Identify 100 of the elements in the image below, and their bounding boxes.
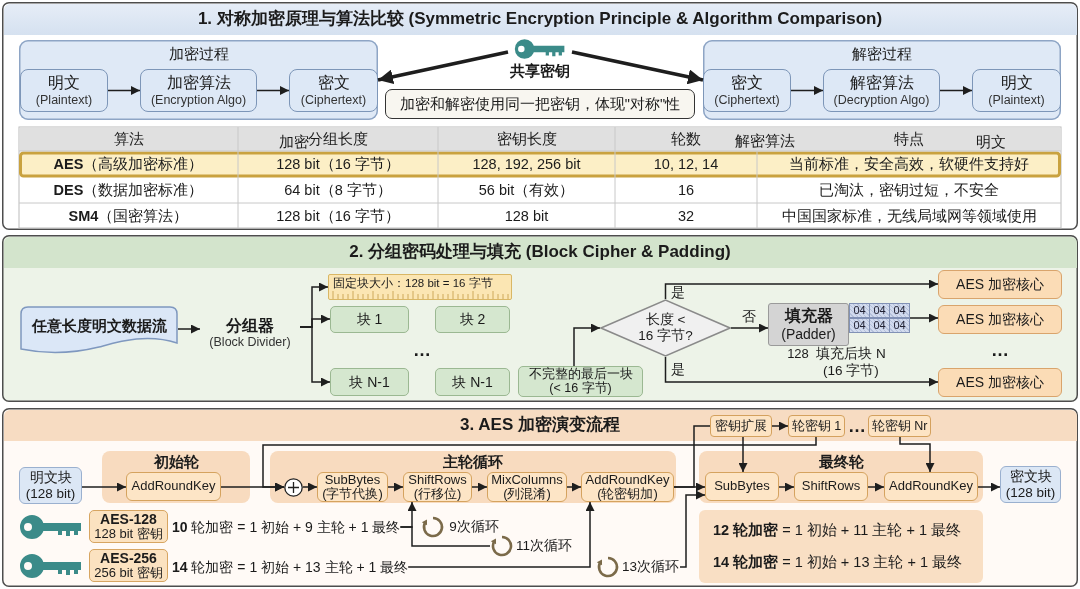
- arrow: [899, 436, 935, 473]
- box-sublabel: (字节代换): [322, 487, 383, 502]
- arrow: [256, 86, 290, 95]
- key-size-title: AES-128: [100, 511, 157, 527]
- round-group: [699, 451, 983, 503]
- table-value: 128 bit: [504, 207, 549, 224]
- round-group: [102, 451, 250, 503]
- decision-diamond: [600, 299, 731, 357]
- box-sublabel: (Plaintext): [35, 92, 93, 107]
- process-box: [317, 472, 388, 502]
- padding-byte: 04: [850, 318, 869, 332]
- arrow: [302, 482, 318, 492]
- arrow: [177, 324, 201, 334]
- ellipsis: …: [413, 339, 431, 361]
- block-label: 不完整的最后一块: [528, 367, 633, 381]
- group-title: 解密过程: [852, 45, 912, 63]
- box-label: 明文: [1000, 74, 1033, 93]
- padding-byte: 04: [890, 304, 909, 318]
- block-label: 块 1: [356, 311, 383, 328]
- process-box: [938, 368, 1062, 397]
- column-header: 分组长度: [308, 130, 368, 147]
- table-value: SM4（国密算法）: [68, 207, 189, 224]
- process-box: [403, 472, 472, 502]
- process-box: [289, 69, 378, 112]
- table-value: 10, 12, 14: [653, 155, 719, 173]
- group-title: 加密过程: [168, 45, 229, 63]
- process-box: [487, 472, 567, 502]
- process-box: [20, 69, 108, 112]
- column-header: 轮数: [671, 130, 701, 148]
- data-block: [1000, 466, 1061, 503]
- group-title: 初始轮: [153, 453, 199, 471]
- formula-text: 14 轮加密 = 1 初始 + 13 主轮 + 1 最终: [172, 557, 409, 577]
- box-label: 轮密钥 Nr: [871, 418, 928, 434]
- arrow: [299, 326, 331, 387]
- block-size-ruler: [328, 274, 512, 300]
- arrow: [664, 356, 939, 387]
- box-label: AddRoundKey: [131, 479, 216, 494]
- box-label: 加密算法: [166, 74, 231, 93]
- box-label: SubBytes: [714, 479, 770, 494]
- process-group: [19, 40, 378, 120]
- box-sublabel: (列混淆): [503, 487, 551, 502]
- arrow: [573, 323, 601, 367]
- xor-symbol: [284, 478, 303, 497]
- block-label: 块 2: [459, 311, 486, 328]
- block-sublabel: (< 16 字节): [549, 381, 612, 396]
- box-label: AddRoundKey: [585, 472, 670, 487]
- note-text: 加密和解密使用同一把密钥，体现"对称"性: [399, 95, 681, 113]
- block-sublabel: (128 bit): [25, 485, 76, 501]
- key-size-title: AES-256: [100, 550, 157, 566]
- formula-text: 10 轮加密 = 1 初始 + 9 主轮 + 1 最终: [172, 517, 401, 537]
- table-value: 128 bit（16 字节）: [276, 155, 400, 173]
- key-caption: 共享密钥: [510, 62, 570, 80]
- arrow: [679, 490, 706, 568]
- table-value: 16: [677, 181, 695, 199]
- process-box: [581, 472, 674, 502]
- divider-label: 分组器: [226, 316, 274, 335]
- box-label: SubBytes: [324, 472, 381, 487]
- arrow: [571, 50, 704, 85]
- arrow: [387, 482, 404, 492]
- box-sublabel: (Encryption Algo): [150, 92, 247, 107]
- process-box: [705, 472, 779, 501]
- node-caption: 填充后块 N (16 字节): [815, 346, 887, 380]
- edge-label: 是: [670, 362, 686, 378]
- process-box: [794, 472, 868, 501]
- arrow: [107, 86, 141, 95]
- arrow: [664, 279, 939, 300]
- section-panel: [2, 235, 1078, 402]
- box-label: AES 加密核心: [956, 276, 1044, 293]
- box-label: 明文: [48, 74, 80, 93]
- group-title: 最终轮: [818, 453, 864, 471]
- section-panel: [2, 408, 1078, 587]
- block-label: 块 N-1: [349, 373, 390, 391]
- arrow: [377, 50, 509, 85]
- box-label: 密钥扩展: [715, 418, 767, 434]
- document-shape: [20, 306, 178, 355]
- document-label: 任意长度明文数据流: [31, 317, 167, 335]
- arrow: [81, 482, 127, 492]
- process-box: [884, 472, 978, 501]
- key-size-sublabel: 128 bit 密钥: [94, 527, 163, 542]
- arrow: [738, 436, 748, 473]
- padding-byte: 04: [890, 318, 909, 332]
- loop-count-label: 11次循环: [516, 538, 572, 554]
- arrow: [407, 501, 595, 568]
- arrow: [977, 482, 1001, 492]
- loop-count-label: 9次循环: [449, 519, 499, 535]
- padding-byte: 04: [870, 318, 889, 332]
- process-box: [140, 69, 257, 112]
- box-label: 密文: [317, 74, 350, 93]
- block-label: 密文块: [1009, 469, 1052, 485]
- data-block: [518, 366, 643, 397]
- round-group: [270, 451, 676, 503]
- arrow: [939, 86, 973, 95]
- ellipsis: …: [991, 339, 1009, 361]
- padder-label: 填充器: [784, 307, 833, 326]
- arrow: [909, 313, 939, 323]
- round-key-box: [710, 415, 772, 437]
- box-label: 密文: [731, 74, 763, 93]
- data-block: [330, 368, 409, 396]
- data-block: [19, 467, 82, 504]
- block-label: 明文块: [29, 470, 72, 486]
